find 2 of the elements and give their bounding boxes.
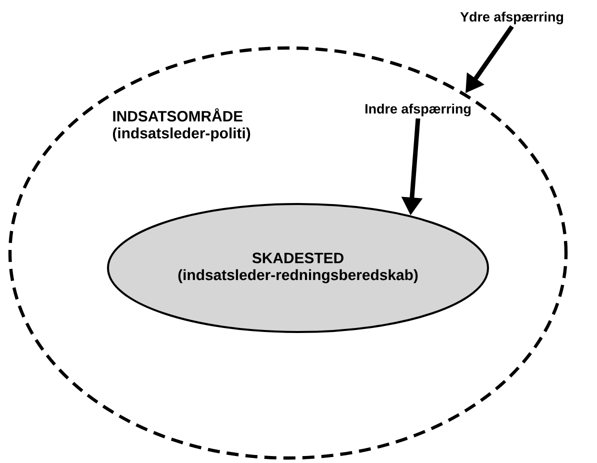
cordon-label: Indre afspærring [365, 104, 471, 116]
cordon-label: Ydre afspærring [460, 12, 564, 24]
